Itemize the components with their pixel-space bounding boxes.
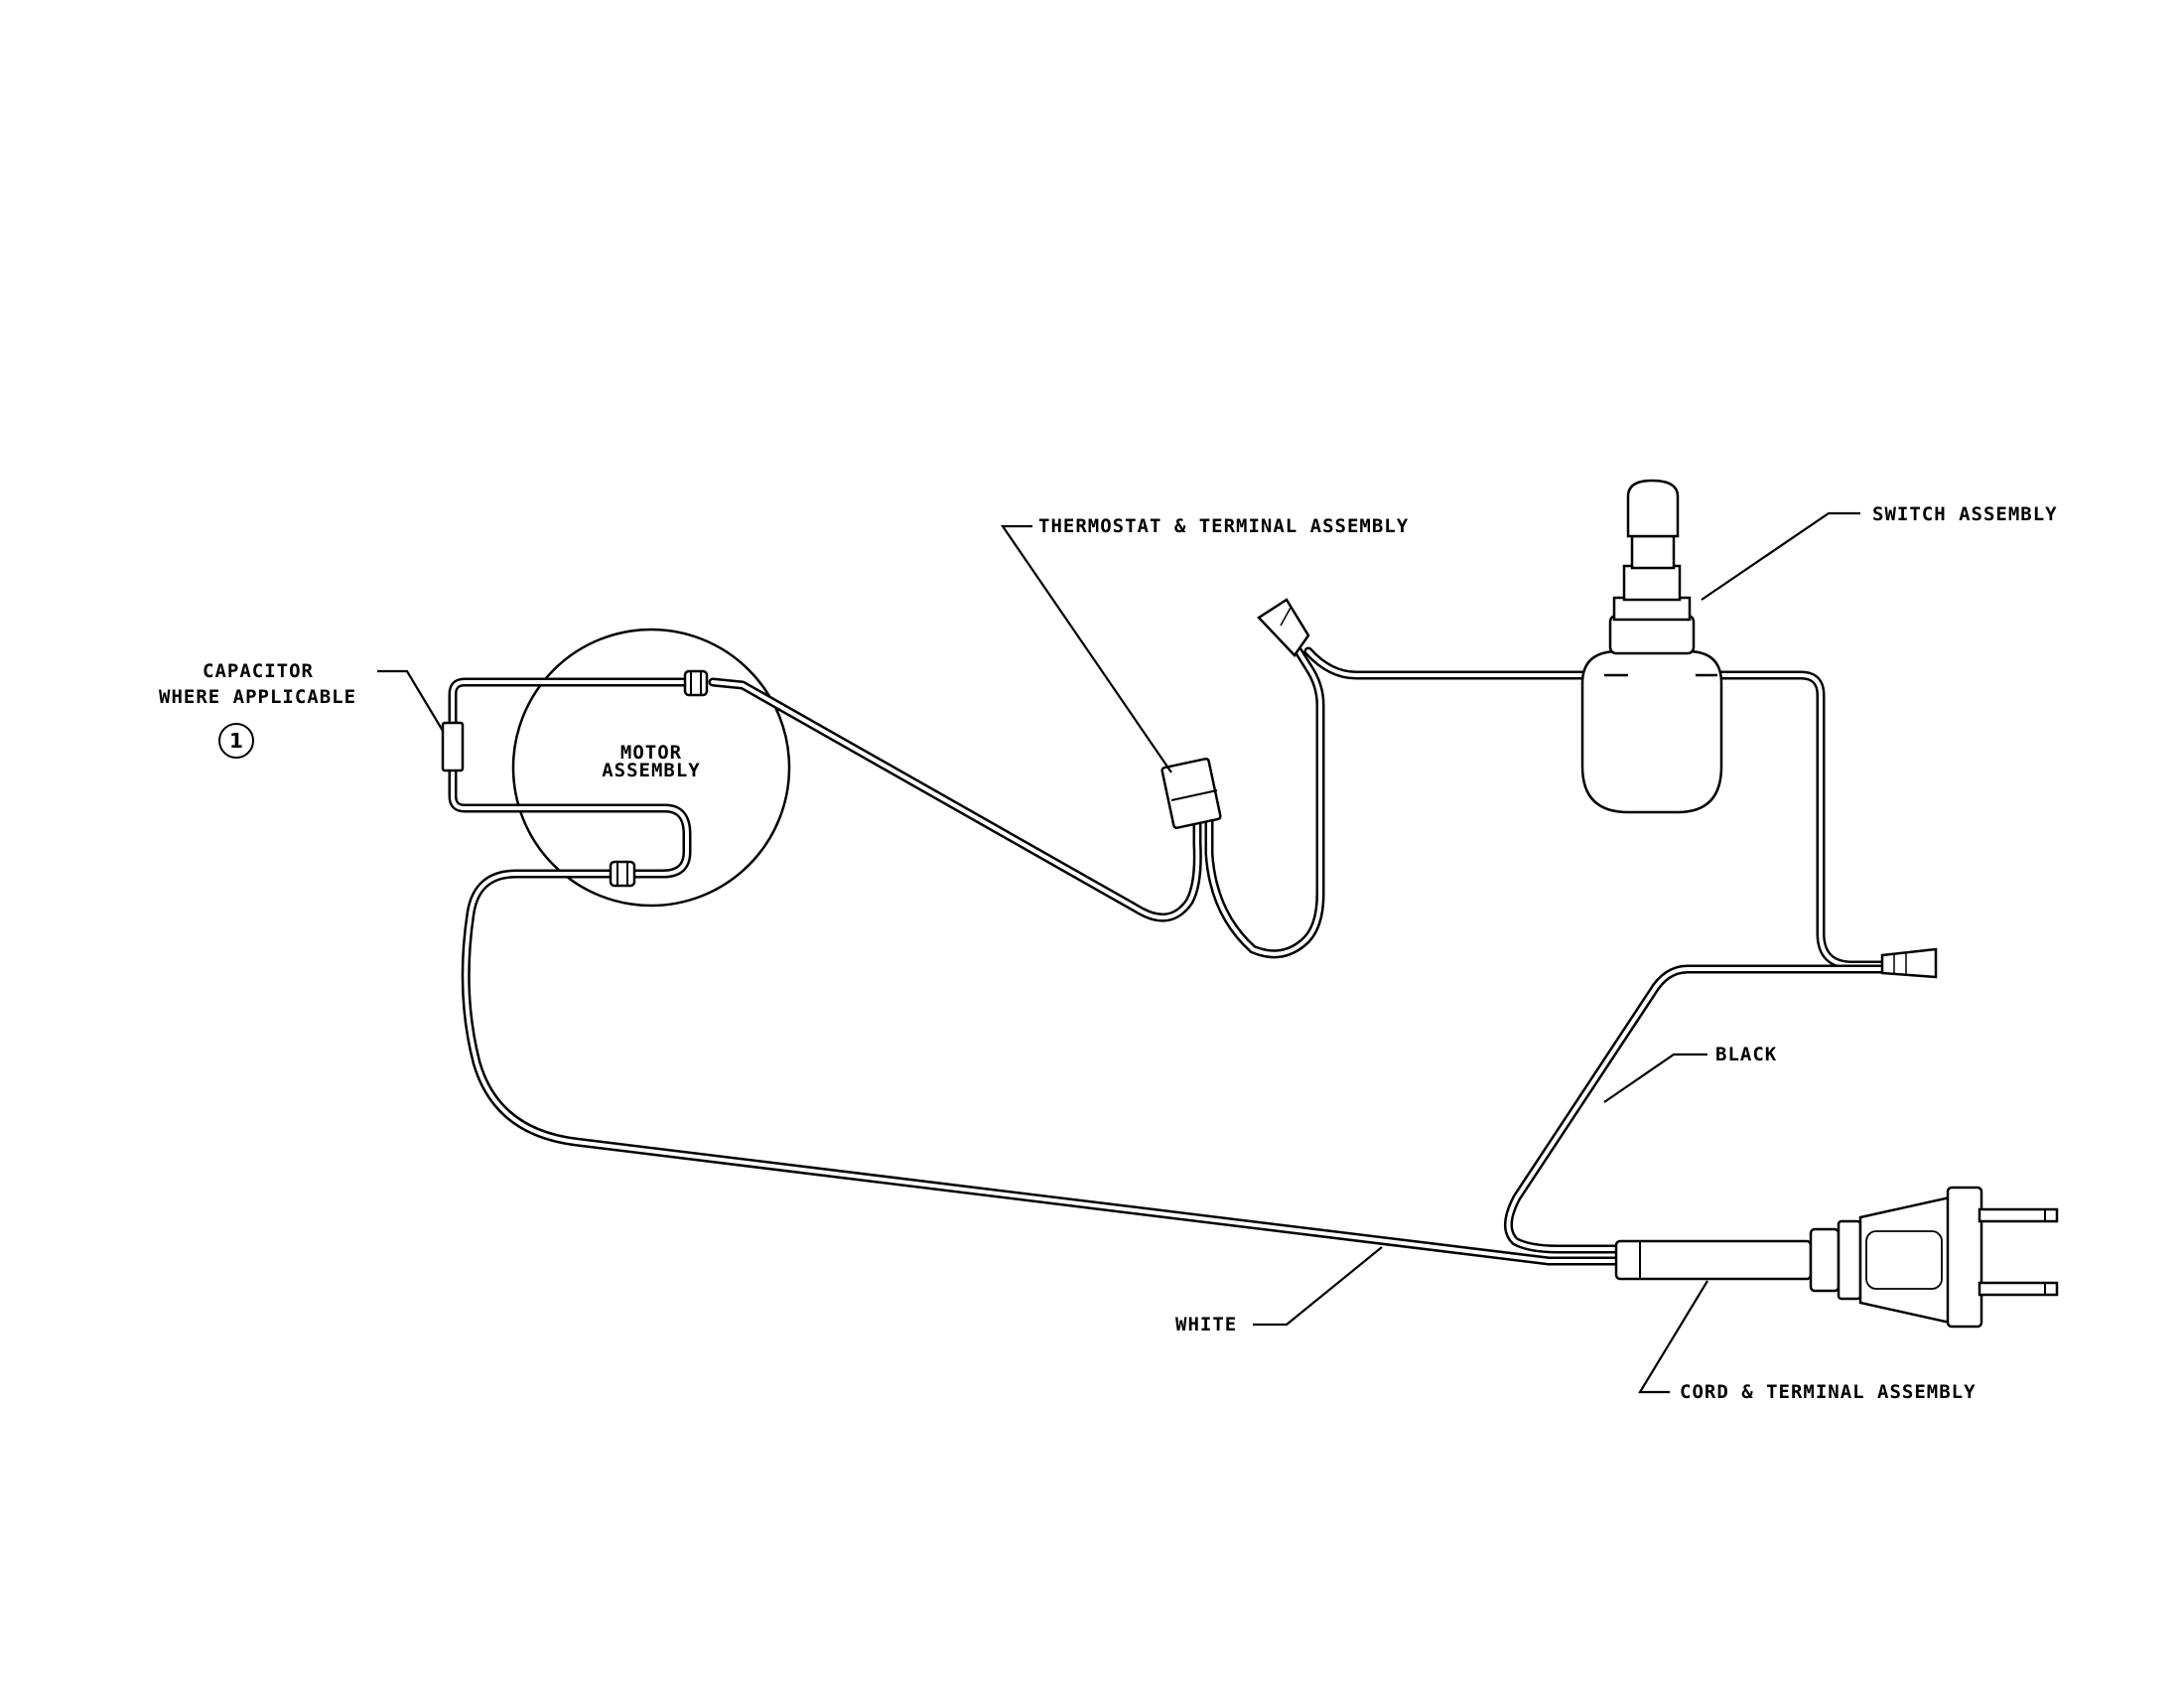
leader-thermostat: [1000, 524, 1172, 773]
wire-switch-to-right-connector: [1691, 670, 1887, 970]
switch-assembly: [1580, 479, 1723, 814]
wire-connector-to-switch: [1303, 646, 1609, 680]
motor-terminal-top: [683, 669, 709, 697]
black-wire-label: BLACK: [1715, 1044, 1778, 1065]
thermostat-terminal: [1160, 757, 1222, 830]
leader-black: [1603, 1052, 1707, 1103]
leader-capacitor: [377, 669, 444, 732]
capacitor-where-applicable-label: WHERE APPLICABLE: [159, 686, 357, 708]
wire-motor-to-thermostat: [708, 677, 1202, 922]
plug-assembly: [1614, 1186, 2059, 1329]
switch-assembly-label: SWITCH ASSEMBLY: [1872, 503, 2058, 525]
cord-terminal-label: CORD & TERMINAL ASSEMBLY: [1680, 1381, 1977, 1403]
motor-assembly: [511, 628, 791, 908]
wire-white: [461, 869, 1621, 1266]
wire-nut-left: [1257, 598, 1310, 657]
motor-terminal-bottom: [609, 860, 636, 888]
motor-assembly-label-line1: MOTOR: [619, 742, 683, 764]
wire-black: [1504, 964, 1887, 1254]
thermostat-terminal-label: THERMOSTAT & TERMINAL ASSEMBLY: [1038, 515, 1410, 537]
leader-cord: [1638, 1280, 1708, 1394]
white-wire-label: WHITE: [1175, 1314, 1238, 1335]
capacitor-note-marker: 1: [218, 723, 254, 759]
wire-nut-right: [1880, 947, 1938, 979]
wire-capacitor-loop: [448, 677, 697, 879]
leader-switch: [1701, 511, 1860, 601]
motor-assembly-label-line2: ASSEMBLY: [602, 760, 701, 781]
capacitor-label: CAPACITOR: [203, 660, 314, 682]
wire-thermostat-to-connector: [1204, 646, 1325, 959]
leader-white: [1253, 1246, 1383, 1327]
capacitor: [441, 721, 465, 772]
